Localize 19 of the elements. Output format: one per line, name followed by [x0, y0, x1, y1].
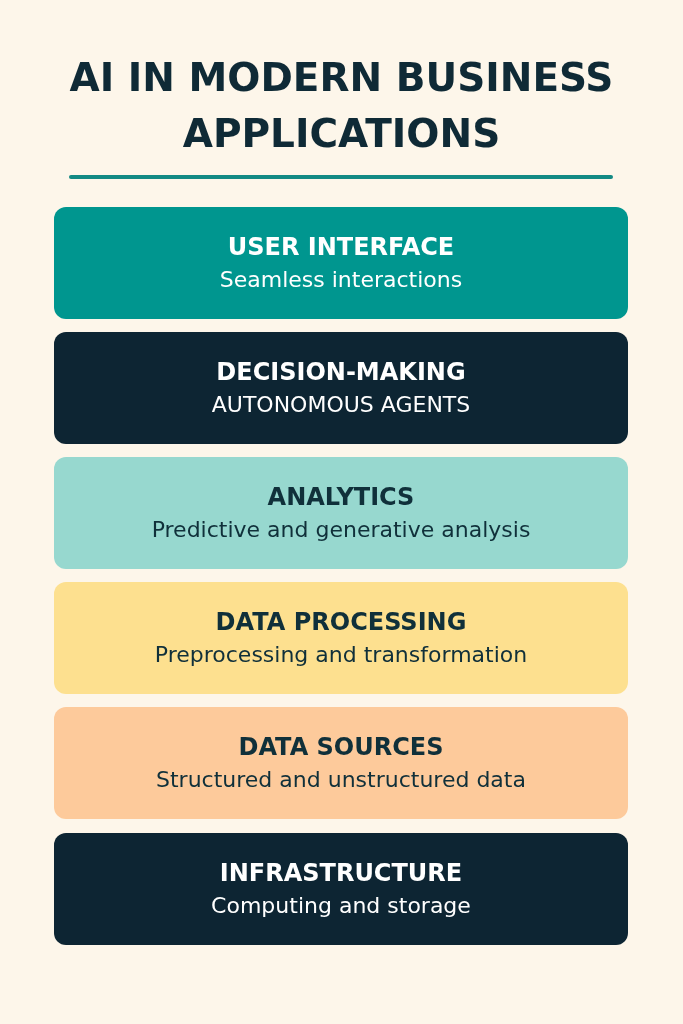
- layer-heading: DECISION-MAKING: [216, 357, 466, 388]
- layer-heading: USER INTERFACE: [227, 232, 455, 263]
- layer-box: [54, 833, 628, 945]
- layer-description: Computing and storage: [211, 892, 471, 920]
- layer-heading: ANALYTICS: [267, 482, 415, 513]
- title: AI IN MODERN BUSINESS APPLICATIONS: [68, 54, 615, 158]
- layer-description: AUTONOMOUS AGENTS: [211, 391, 471, 419]
- layer-box: [54, 582, 628, 694]
- layer-heading: INFRASTRUCTURE: [219, 858, 463, 889]
- layer-box: [54, 332, 628, 444]
- layer-box: [54, 207, 628, 319]
- layer-box: [54, 707, 628, 819]
- layer-heading: DATA PROCESSING: [215, 607, 467, 638]
- layer-description: Predictive and generative analysis: [151, 516, 531, 544]
- layer-box: [54, 457, 628, 569]
- layer-description: Structured and unstructured data: [156, 766, 526, 794]
- layer-description: Seamless interactions: [219, 266, 463, 294]
- layer-heading: DATA SOURCES: [238, 732, 444, 763]
- layer-description: Preprocessing and transformation: [154, 641, 528, 669]
